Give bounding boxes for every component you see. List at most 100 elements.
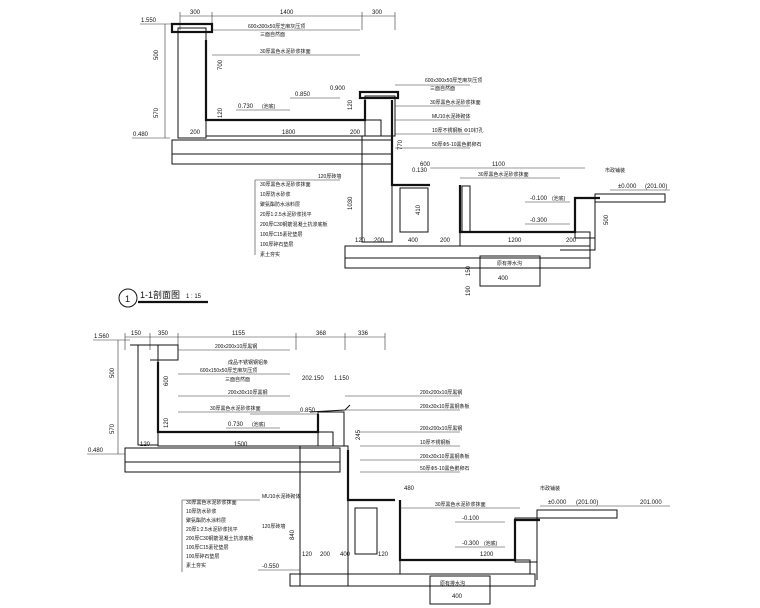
layer-2-0: 30厚黑色水泥砂浆抹面 [186, 499, 237, 506]
callout-1-1: 三面自然面 [260, 31, 285, 38]
section-2-callouts: 200x200x10厚黑钢 成品不锈钢钢铝条 600x150x50厚芝麻灰压顶 … [178, 343, 520, 530]
label2-existing-drain: 原有排水沟 [440, 580, 465, 587]
callout-2-4: 200x30x10厚黑钢 [228, 389, 267, 396]
dim-bottom-1800: 1800 [282, 130, 296, 136]
dim-400-drain: 400 [498, 276, 509, 282]
layer-2-7: 素土夯实 [186, 562, 206, 569]
dim2-b-120b: 120 [302, 552, 313, 558]
layer-1-3: 20厚1:2.5水泥砂浆找平 [260, 211, 312, 218]
dim2-top-4: 368 [316, 331, 327, 337]
level-neg0100-note: (池底) [552, 195, 566, 202]
callout-1-7: 10厚不锈钢板 Φ10钉孔 [432, 127, 484, 134]
layer-1-5: 100厚C15素砼垫层 [260, 231, 303, 238]
dim2-b-1200: 1200 [480, 552, 494, 558]
layer-1-4: 200厚C30钢筋混凝土抗渗底板 [260, 221, 328, 228]
callout-2-8: 200x200x10厚黑钢 [420, 425, 462, 432]
level2-201000: 201.000 [640, 500, 662, 506]
section-1-title: 1-1剖面图 [140, 289, 180, 300]
dim-side-190: 190 [466, 285, 472, 296]
existing-drain [479, 255, 541, 287]
dim2-b-120c: 120 [378, 552, 389, 558]
level-neg0100: -0.100 [530, 196, 548, 202]
dim-b-200b: 200 [440, 238, 451, 244]
existing2-drain [429, 575, 491, 605]
dim-top-2: 1400 [280, 10, 294, 16]
dim2-side-500: 500 [110, 367, 116, 378]
municipal-paving [594, 193, 666, 203]
dim2-top-2: 350 [158, 331, 169, 337]
level-1550: 1.550 [141, 18, 157, 24]
callout-2-9: 10厚不锈钢板 [420, 439, 451, 446]
dim-side-150: 150 [466, 265, 472, 276]
upper2-base-c15 [124, 447, 341, 463]
level2-1560: 1.560 [94, 334, 110, 340]
callout-2-13: 120厚砖墙 [262, 523, 285, 530]
upper-pool-slab [205, 119, 382, 137]
layer-1-6: 100厚碎石垫层 [260, 241, 293, 248]
dim2-side-570: 570 [110, 423, 116, 434]
dim-b-200: 200 [374, 238, 385, 244]
level-0730-note: (池底) [262, 103, 276, 110]
callout-1-5: 30厚黑色水泥砂浆抹面 [430, 99, 481, 106]
callout-2-6: 200x30x10厚黑钢条板 [420, 403, 469, 410]
callout-1-4: 三面自然面 [430, 85, 455, 92]
overflow-chamber [399, 187, 429, 233]
label-brick-wall-1: 120厚砖墙 [318, 173, 341, 180]
section-1: 300 1400 300 1.550 0.480 500 570 0.850 0… [118, 10, 670, 308]
lower-left-wall [461, 185, 471, 233]
callout-2-1: 成品不锈钢钢铝条 [228, 359, 268, 366]
section-1-layer-stack: 30厚黑色水泥砂浆抹面 10厚防水砂浆 聚氨酯防水涂料层 20厚1:2.5水泥砂… [254, 173, 341, 258]
callout-1-8: 50厚Φ5-10黑色鹅卵石 [432, 141, 482, 148]
dim2-top-1: 150 [131, 331, 142, 337]
callout-1-0: 600x300x50厚芝麻灰压顶 [248, 23, 305, 30]
dim-b-400: 400 [408, 238, 419, 244]
dim-b-200c: 200 [566, 238, 577, 244]
label2-municipal-paving: 市政铺装 [540, 485, 560, 492]
lower2-lining [398, 500, 540, 562]
level2-20100: (201.00) [576, 500, 598, 506]
overflow2-chamber [354, 507, 378, 555]
dim2-side-840: 840 [290, 529, 296, 540]
dim-side-570: 570 [154, 107, 160, 118]
label-existing-drain: 原有排水沟 [497, 260, 522, 267]
dim-bottom-200b: 200 [350, 130, 361, 136]
dim2-side-245: 245 [356, 429, 362, 440]
callout-2-14: 30厚黑色水泥砂浆抹面 [435, 501, 486, 508]
dim2-b-400: 400 [340, 552, 351, 558]
dim2-480: 480 [404, 486, 415, 492]
dim-1100: 1100 [492, 162, 506, 168]
level2-1150: 1.150 [334, 376, 350, 382]
level2-0730-note: (池底) [252, 421, 266, 428]
dim2-b-200: 200 [320, 552, 331, 558]
level-0900: 0.900 [330, 86, 346, 92]
upper-left-wall [177, 27, 207, 139]
dim-side-500b: 500 [604, 214, 610, 225]
level2-0730: 0.730 [228, 422, 244, 428]
dim2-top-3: 1155 [232, 331, 246, 337]
dim2-side-600: 600 [164, 375, 170, 386]
level2-neg0300-note: (池底) [484, 540, 498, 547]
callout-1-3: 600x300x50厚芝麻灰压顶 [425, 77, 482, 84]
callout-1-9: 30厚黑色水泥砂浆抹面 [478, 171, 529, 178]
section-1-scale: 1 : 15 [186, 294, 202, 300]
middle-wall-lining [390, 100, 430, 187]
dim-top-1: 300 [190, 10, 201, 16]
level2-neg0300: -0.300 [462, 541, 480, 547]
level-zero: ±0.000 [618, 184, 637, 190]
layer-2-1: 10厚防水砂浆 [186, 508, 217, 515]
dim2-side-120: 120 [164, 417, 170, 428]
section-1-callouts: 600x300x50厚芝麻灰压顶 三面自然面 30厚黑色水泥砂浆抹面 600x3… [212, 23, 560, 179]
label-municipal-paving: 市政铺装 [605, 167, 625, 174]
level-0480: 0.480 [133, 132, 149, 138]
dim-600: 600 [420, 162, 431, 168]
upper-base-c15 [171, 139, 393, 155]
upper-right-wall [364, 95, 396, 137]
level-neg0300: -0.300 [530, 218, 548, 224]
layer-1-0: 30厚黑色水泥砂浆抹面 [260, 181, 311, 188]
level-20100: (201.00) [645, 184, 667, 190]
dim-b-1200: 1200 [508, 238, 522, 244]
level2-zero: ±0.000 [548, 500, 567, 506]
layer-2-4: 200厚C30钢筋混凝土抗渗底板 [186, 535, 254, 542]
dim-side-700: 700 [218, 59, 224, 70]
callout-2-7: 30厚黑色水泥砂浆抹面 [210, 405, 261, 412]
